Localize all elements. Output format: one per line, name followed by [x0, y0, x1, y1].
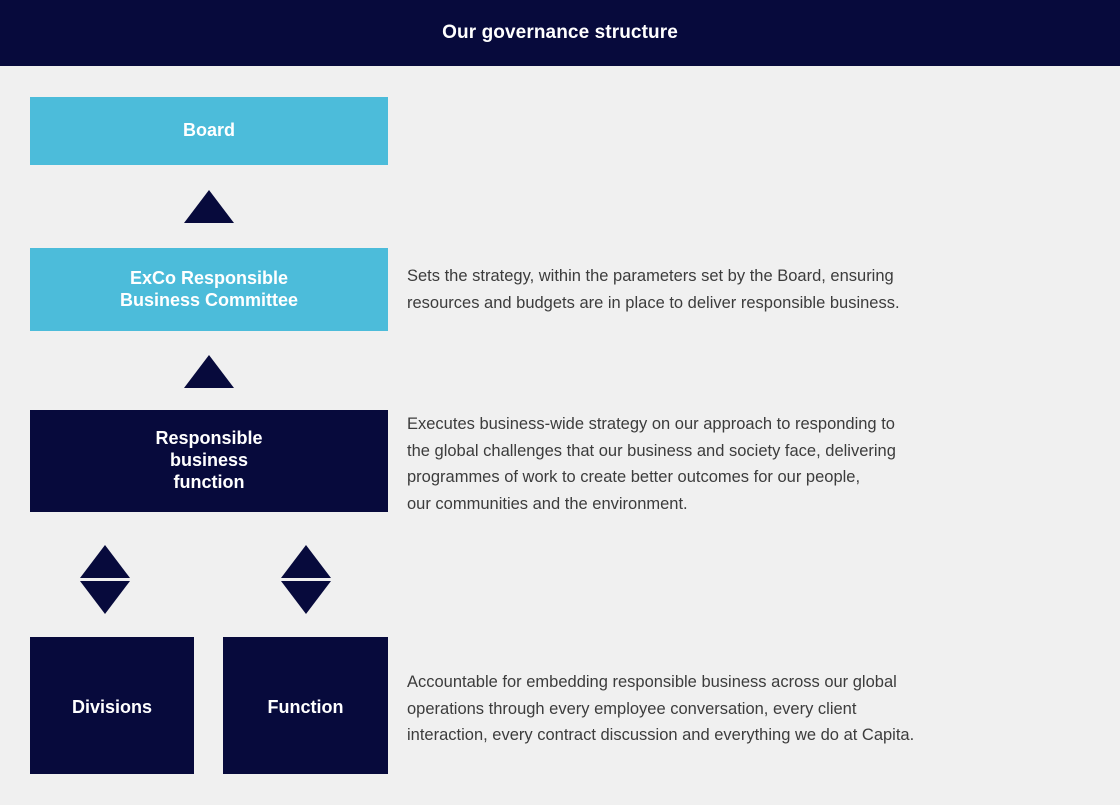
node-exco-responsible-business-committee: ExCo Responsible Business Committee — [30, 248, 388, 331]
node-function: Function — [223, 637, 388, 774]
node-exco-label-line1: ExCo Responsible — [129, 267, 289, 288]
triangle-down-icon-divisions — [80, 581, 130, 614]
description-exco-line1: Sets the strategy, within the parameters… — [407, 267, 894, 285]
description-exco-line2: resources and budgets are in place to de… — [407, 293, 900, 312]
node-divisions: Divisions — [30, 637, 194, 774]
node-board: Board — [30, 97, 388, 165]
node-rbf-label-line2: business — [169, 450, 249, 471]
header-bar: Our governance structure — [0, 0, 1120, 66]
description-rbf-line2: the global challenges that our business … — [407, 441, 896, 460]
node-responsible-business-function: Responsible business function — [30, 410, 388, 512]
description-exco: Sets the strategy, within the parameters… — [407, 263, 1067, 316]
description-bottom-line1: Accountable for embedding responsible bu… — [407, 673, 897, 691]
node-rbf-label-line1: Responsible — [155, 428, 263, 449]
node-board-label: Board — [182, 120, 235, 141]
node-function-label: Function — [267, 697, 344, 717]
node-exco-label-line2: Business Committee — [119, 289, 299, 310]
triangle-up-icon-divisions — [80, 545, 130, 578]
description-responsible-business-function: Executes business-wide strategy on our a… — [407, 411, 1067, 518]
description-rbf-line4: our communities and the environment. — [407, 495, 688, 514]
triangle-down-icon-function — [281, 581, 331, 614]
description-bottom-line3: interaction, every contract discussion a… — [407, 726, 915, 745]
description-rbf-line3: programmes of work to create better outc… — [407, 468, 861, 487]
triangle-up-icon-exco-rbf — [184, 355, 234, 388]
page-title: Our governance structure — [442, 22, 678, 43]
triangle-up-icon-function — [281, 545, 331, 578]
description-divisions-function: Accountable for embedding responsible bu… — [407, 669, 1072, 749]
node-divisions-label: Divisions — [71, 697, 153, 717]
node-rbf-label-line3: function — [173, 471, 245, 492]
triangle-up-icon-board-exco — [184, 190, 234, 223]
description-rbf-line1: Executes business-wide strategy on our a… — [407, 415, 895, 433]
description-bottom-line2: operations through every employee conver… — [407, 699, 857, 718]
